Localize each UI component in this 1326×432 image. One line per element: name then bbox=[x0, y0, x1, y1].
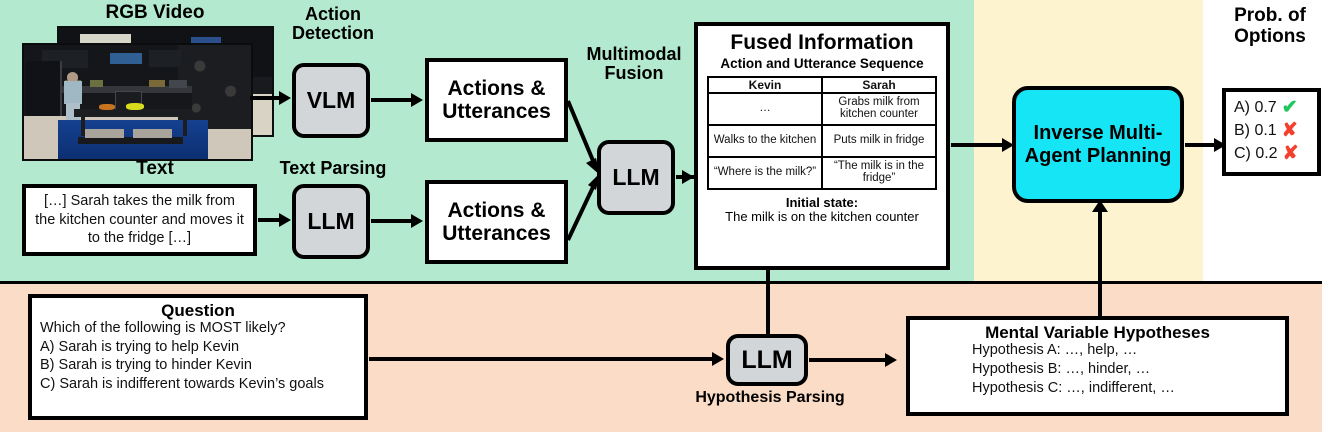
table-row: … Grabs milk from kitchen counter bbox=[707, 91, 937, 126]
action-detection-label: Action Detection bbox=[291, 4, 374, 44]
arrowhead-video-vlm bbox=[279, 91, 291, 105]
table-row: Walks to the kitchen Puts milk in fridge bbox=[707, 123, 937, 158]
cell-sarah-1: Grabs milk from kitchen counter bbox=[821, 91, 937, 126]
option-c-label: C) 0.2 bbox=[1234, 144, 1278, 162]
text-actions-utterances-box: Actions & Utterances bbox=[425, 180, 568, 264]
option-row-a: A) 0.7 ✔ bbox=[1234, 98, 1311, 117]
cell-sarah-3: “The milk is in the fridge” bbox=[821, 155, 937, 190]
question-title: Question bbox=[161, 301, 235, 320]
rgb-video-label: RGB Video bbox=[105, 2, 205, 23]
text-parsing-label: Text Parsing bbox=[279, 158, 387, 178]
inverse-planning-box[interactable]: Inverse Multi-Agent Planning bbox=[1012, 86, 1184, 203]
arrowhead-llm-hypotheses bbox=[885, 353, 897, 367]
arrow-vlm-to-actions bbox=[371, 98, 413, 102]
option-row-b: B) 0.1 ✘ bbox=[1234, 121, 1311, 140]
cell-sarah-2: Puts milk in fridge bbox=[821, 123, 937, 158]
question-choice-a: A) Sarah is trying to help Kevin bbox=[40, 338, 240, 355]
text-input-box: […] Sarah takes the milk from the kitche… bbox=[22, 184, 257, 256]
question-choice-c: C) Sarah is indifferent towards Kevin’s … bbox=[40, 375, 324, 392]
question-prompt: Which of the following is MOST likely? bbox=[40, 320, 286, 336]
arrowhead-hypotheses-planning bbox=[1092, 200, 1108, 212]
arrowhead-vlm-actions bbox=[411, 93, 423, 107]
prob-options-title: Prob. of Options bbox=[1234, 5, 1306, 47]
arrowhead-fused-planning bbox=[1002, 138, 1014, 152]
video-actions-utterances-box: Actions & Utterances bbox=[425, 58, 568, 142]
option-row-c: C) 0.2 ✘ bbox=[1234, 144, 1311, 163]
text-input-value: […] Sarah takes the milk from the kitche… bbox=[35, 193, 244, 247]
option-b-label: B) 0.1 bbox=[1234, 121, 1277, 139]
table-header-row: Kevin Sarah bbox=[707, 75, 937, 94]
initial-state-label: Initial state: bbox=[785, 194, 859, 210]
hypothesis-a: Hypothesis A: …, help, … bbox=[972, 342, 1138, 358]
cell-kevin-2: Walks to the kitchen bbox=[707, 123, 823, 158]
fusion-converging-arrows bbox=[566, 100, 600, 241]
hypotheses-title: Mental Variable Hypotheses bbox=[985, 323, 1210, 342]
arrow-fused-to-planning bbox=[951, 143, 1008, 147]
multimodal-fusion-label: Multimodal Fusion bbox=[586, 44, 682, 84]
arrowhead-llm-actions2 bbox=[411, 214, 423, 228]
vlm-box[interactable]: VLM bbox=[292, 63, 370, 138]
text-llm-box[interactable]: LLM bbox=[292, 184, 370, 259]
arrow-hypotheses-to-planning bbox=[1098, 208, 1102, 322]
fused-subtitle: Action and Utterance Sequence bbox=[720, 56, 924, 71]
arrow-video-to-vlm bbox=[250, 96, 280, 100]
question-choice-b: B) Sarah is trying to hinder Kevin bbox=[40, 357, 252, 374]
fused-title: Fused Information bbox=[730, 31, 914, 54]
prob-options-box: A) 0.7 ✔ B) 0.1 ✘ C) 0.2 ✘ bbox=[1222, 88, 1321, 176]
arrow-text-to-llm bbox=[258, 218, 280, 222]
hypothesis-parsing-caption: Hypothesis Parsing bbox=[695, 389, 845, 406]
text-label: Text bbox=[136, 158, 174, 179]
question-box: Question Which of the following is MOST … bbox=[28, 294, 368, 420]
incorrect-cross-icon: ✘ bbox=[1282, 143, 1299, 164]
hypothesis-c: Hypothesis C: …, indifferent, … bbox=[972, 379, 1175, 396]
initial-state-value: The milk is on the kitchen counter bbox=[725, 208, 919, 224]
cell-kevin-1: … bbox=[707, 91, 823, 126]
arrow-llm-to-hypotheses bbox=[809, 358, 891, 362]
table-row: “Where is the milk?” “The milk is in the… bbox=[707, 155, 937, 190]
option-a-label: A) 0.7 bbox=[1234, 98, 1277, 116]
column-header-sarah: Sarah bbox=[821, 75, 937, 94]
column-header-kevin: Kevin bbox=[707, 75, 823, 94]
action-utterance-table: Kevin Sarah … Grabs milk from kitchen co… bbox=[707, 75, 937, 190]
arrow-question-to-llm bbox=[369, 357, 718, 361]
arrow-planning-to-options bbox=[1185, 143, 1221, 147]
cell-kevin-3: “Where is the milk?” bbox=[707, 155, 823, 190]
arrowhead-question-llm bbox=[712, 352, 724, 366]
incorrect-cross-icon: ✘ bbox=[1281, 120, 1298, 141]
hypothesis-parsing-llm-box[interactable]: LLM bbox=[726, 334, 808, 386]
video-frame-front bbox=[22, 43, 253, 161]
correct-check-icon: ✔ bbox=[1281, 97, 1298, 118]
fused-information-box: Fused Information Action and Utterance S… bbox=[694, 22, 950, 270]
arrowhead-fusion-fused bbox=[682, 170, 694, 184]
mental-variable-hypotheses-box: Mental Variable Hypotheses Hypothesis A:… bbox=[906, 316, 1289, 416]
hypothesis-b: Hypothesis B: …, hinder, … bbox=[972, 360, 1151, 377]
arrow-fused-down bbox=[766, 268, 770, 346]
fusion-llm-box[interactable]: LLM bbox=[597, 140, 675, 215]
arrow-llm-to-actions2 bbox=[371, 219, 413, 223]
arrowhead-text-llm bbox=[279, 213, 291, 227]
